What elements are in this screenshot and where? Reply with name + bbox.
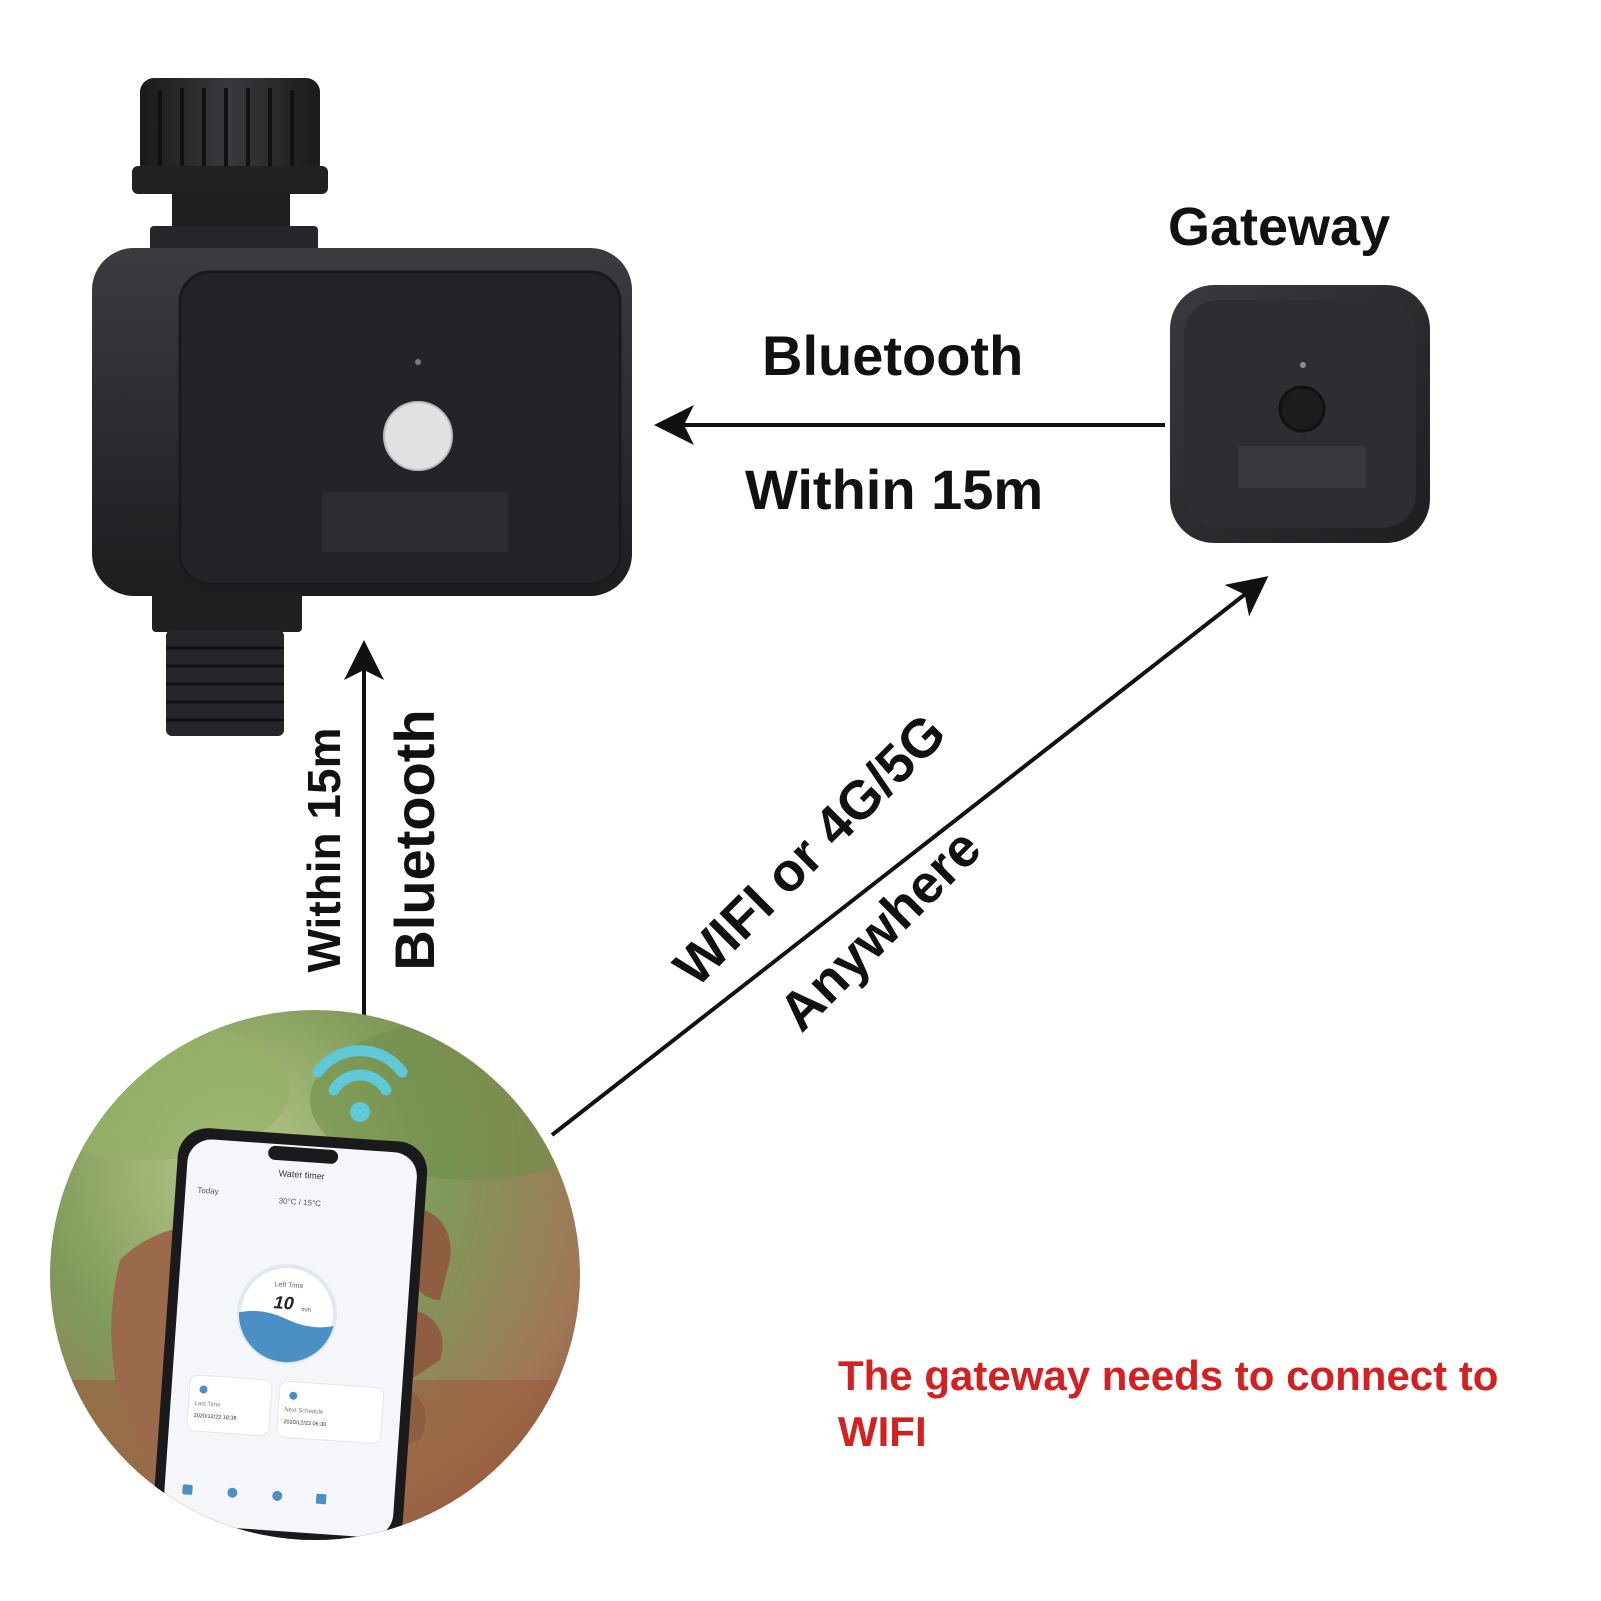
gateway-wifi-note: The gateway needs to connect to WIFI (838, 1352, 1499, 1455)
gateway-title: Gateway (1168, 197, 1391, 257)
timer-label-plate (322, 492, 508, 552)
inlet-knob (132, 78, 328, 252)
gateway-label-plate (1238, 446, 1366, 488)
wifi-dot (350, 1102, 370, 1122)
vertical-link-range-label: Within 15m (298, 727, 350, 973)
phone-photo: Water timer Today 30°C / 15°C Left Time … (50, 1010, 580, 1540)
power-button-icon[interactable] (383, 401, 453, 471)
wifi-icon (312, 1045, 408, 1096)
app-today-label: Today (197, 1186, 219, 1196)
arrow-phone-to-gateway (550, 576, 1269, 1137)
app-bottom-nav (182, 1484, 327, 1505)
top-link-protocol-label: Bluetooth (762, 324, 1024, 387)
app-card-next-value: 2020/12/23 06:30 (283, 1419, 326, 1428)
app-card-next[interactable] (276, 1380, 385, 1444)
gateway-device (1170, 285, 1430, 543)
calendar-icon (289, 1391, 298, 1400)
clock-icon (199, 1385, 208, 1394)
app-card-last[interactable] (186, 1374, 273, 1437)
app-gauge-value: 10 (273, 1292, 294, 1313)
app-card-next-label: Next Schedule (284, 1407, 324, 1416)
timer-led (415, 359, 421, 365)
app-card-last-value: 2020/12/22 18:38 (193, 1413, 236, 1422)
nav-list-icon[interactable] (315, 1493, 327, 1505)
app-card-last-label: Last Time (194, 1401, 221, 1409)
nav-timer-icon[interactable] (227, 1487, 238, 1498)
smartphone: Water timer Today 30°C / 15°C Left Time … (153, 1128, 428, 1540)
gateway-button-icon[interactable] (1278, 385, 1326, 433)
water-timer-device (92, 78, 632, 736)
nav-alarm-icon[interactable] (272, 1490, 283, 1502)
app-gauge-label: Left Time (274, 1281, 303, 1290)
gateway-led (1300, 362, 1306, 368)
outlet-connector (152, 592, 302, 736)
vertical-link-protocol-label: Bluetooth (383, 709, 446, 971)
nav-home-icon[interactable] (182, 1484, 193, 1495)
app-title: Water timer (278, 1168, 325, 1181)
top-link-range-label: Within 15m (745, 458, 1044, 521)
app-gauge-unit: min (301, 1307, 311, 1314)
app-temperature: 30°C / 15°C (278, 1196, 321, 1208)
